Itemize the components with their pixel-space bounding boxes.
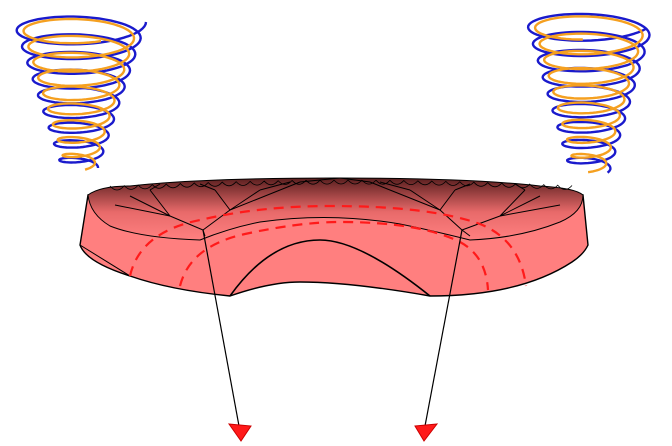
disk-top-surface (87, 177, 584, 241)
spiral-coil-inner (533, 15, 644, 174)
fan-line (499, 195, 541, 217)
disk-inner-lip (229, 239, 431, 297)
fan-line (299, 177, 341, 183)
fan-line (199, 183, 216, 191)
fan-line (149, 183, 161, 191)
disk-body (79, 177, 589, 297)
fan-line (339, 177, 371, 183)
fan-line (169, 215, 204, 231)
spiral-coil-outer (15, 15, 148, 168)
arrow-shaft-right (424, 229, 463, 427)
fan-line (499, 204, 561, 217)
dashed-flow-paths (128, 204, 528, 291)
disk-rim-scallops (109, 179, 573, 191)
disk-bottom-edge (79, 244, 131, 277)
fan-line (409, 189, 441, 211)
vortex-spiral-left (15, 15, 148, 171)
fan-line (499, 189, 526, 217)
fan-line (229, 189, 261, 211)
fan-line (439, 209, 463, 231)
fan-line (461, 229, 471, 237)
fan-line (454, 183, 471, 191)
fan-line (514, 183, 526, 191)
arrow-head-right (414, 423, 439, 442)
downward-arrow-right (414, 229, 463, 442)
fan-line (461, 215, 501, 231)
fan-line (202, 209, 231, 231)
arrow-head-left (227, 423, 252, 442)
vortex-spiral-right (526, 12, 651, 174)
fan-line (369, 181, 441, 211)
fan-line (129, 195, 171, 217)
fan-line (259, 181, 291, 191)
spiral-coil-outer (526, 12, 651, 174)
dashed-path-inner (178, 220, 490, 291)
fan-line-network (114, 177, 561, 237)
fan-line (149, 189, 171, 217)
dashed-path-outer (128, 204, 528, 287)
spiral-coil-inner (22, 17, 136, 171)
fan-line (379, 181, 411, 191)
downward-arrow-left (202, 229, 252, 442)
fan-line (439, 189, 456, 211)
arrow-shaft-left (202, 229, 240, 427)
fan-line (114, 204, 171, 217)
fan-line (229, 181, 301, 211)
fan-line (214, 189, 231, 211)
